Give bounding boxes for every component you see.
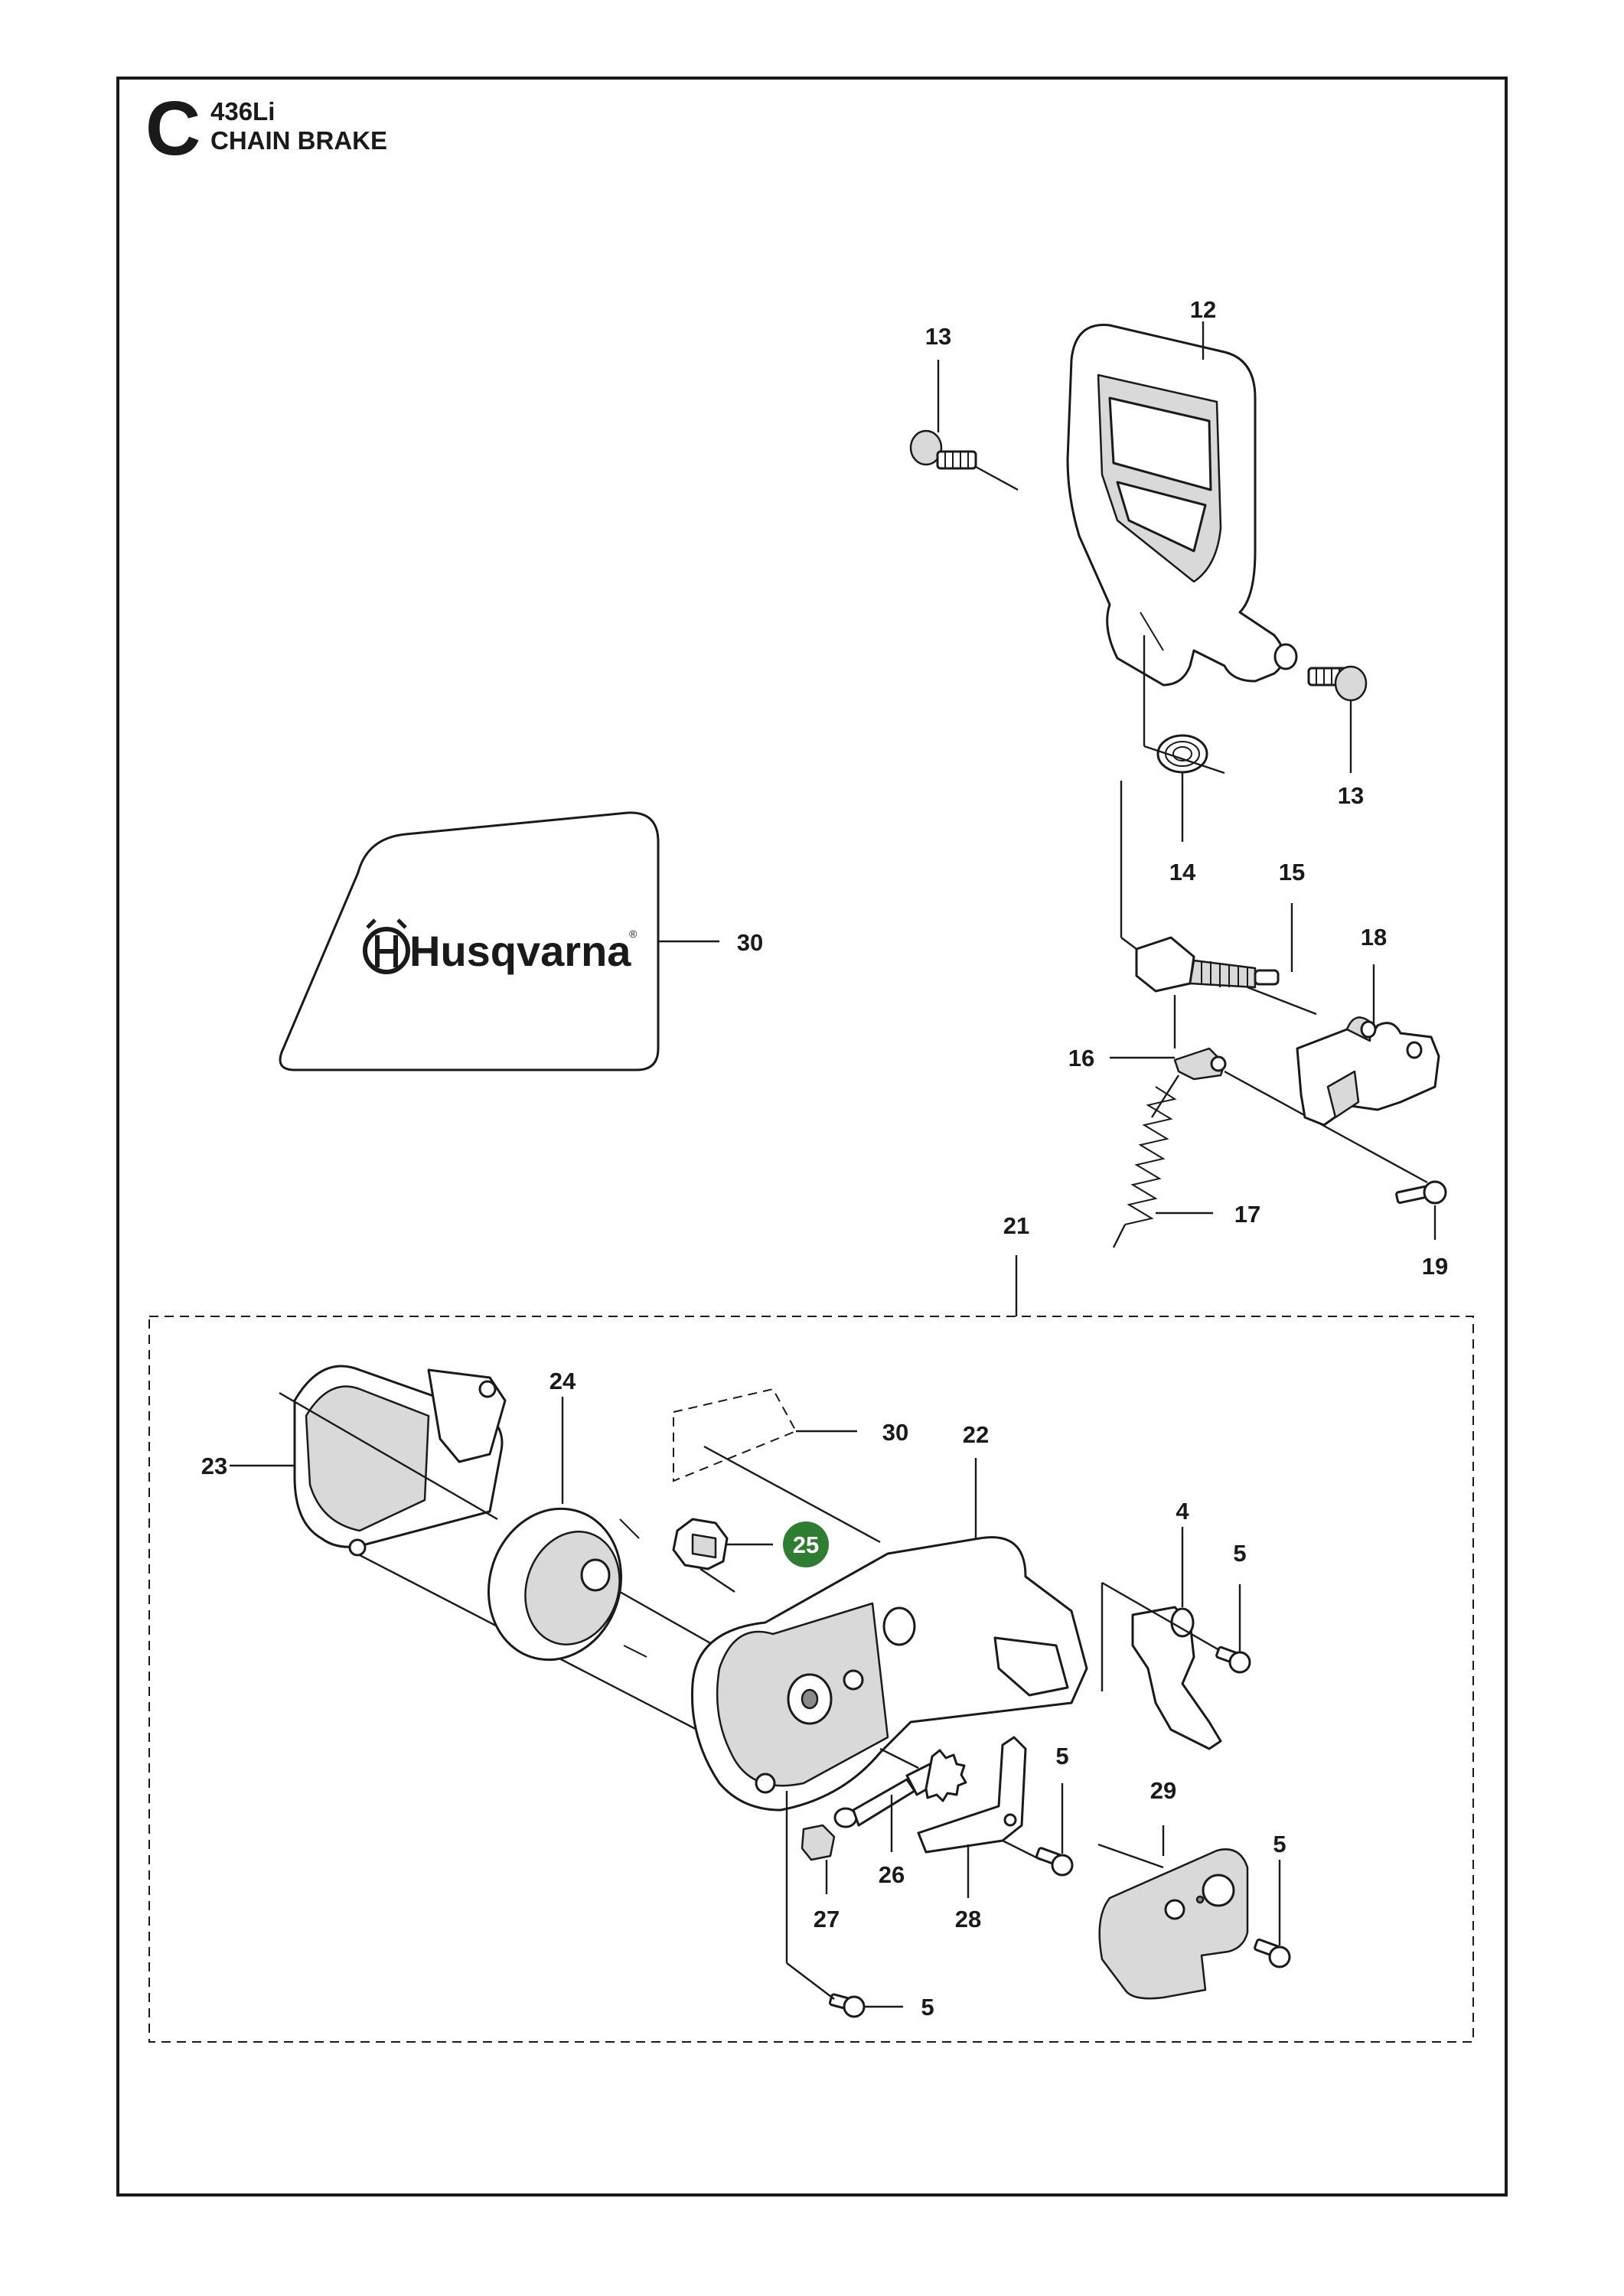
callout-12: 12 <box>1190 296 1216 323</box>
part-4-brake-lever[interactable] <box>1131 1606 1222 1750</box>
page-frame <box>116 77 1508 2197</box>
part-22-side-cover[interactable] <box>690 1536 1088 1812</box>
callout-30-decal: 30 <box>737 929 763 956</box>
part-13-screw-right[interactable] <box>1307 665 1368 702</box>
part-30-decal-ghost <box>673 1388 797 1482</box>
part-13-screw-top[interactable] <box>909 429 977 470</box>
callout-28: 28 <box>955 1906 981 1932</box>
part-19-screw[interactable] <box>1395 1180 1447 1205</box>
callout-26: 26 <box>879 1861 905 1888</box>
callout-17: 17 <box>1234 1201 1260 1228</box>
part-30-decal[interactable]: Husqvarna ® <box>279 811 660 1071</box>
part-27-nut[interactable] <box>801 1824 836 1861</box>
part-16-latch[interactable] <box>1173 1047 1227 1081</box>
callout-13-top: 13 <box>925 323 951 350</box>
callout-14: 14 <box>1169 859 1196 885</box>
callout-30-ghost: 30 <box>882 1419 908 1446</box>
callout-24: 24 <box>549 1368 576 1394</box>
part-5-screw-c[interactable] <box>1254 1938 1291 1968</box>
callout-4: 4 <box>1176 1498 1189 1525</box>
callout-27: 27 <box>814 1906 840 1932</box>
part-5-screw-b[interactable] <box>1035 1847 1074 1877</box>
callout-5-a: 5 <box>1233 1540 1246 1567</box>
part-15-brake-link[interactable] <box>1135 936 1280 993</box>
part-26-adjuster-screw[interactable] <box>833 1749 967 1828</box>
callout-19: 19 <box>1422 1253 1448 1280</box>
callout-21: 21 <box>1003 1212 1029 1239</box>
callout-29: 29 <box>1150 1777 1176 1804</box>
callout-5-b: 5 <box>1055 1743 1068 1769</box>
callout-13-right: 13 <box>1338 782 1364 809</box>
callout-25-highlight <box>783 1521 829 1567</box>
part-5-screw-d[interactable] <box>829 1993 866 2018</box>
part-28-bar-plate[interactable] <box>917 1736 1027 1854</box>
callout-15: 15 <box>1279 859 1305 885</box>
page-title: CHAIN BRAKE <box>210 126 387 155</box>
part-17-spring[interactable] <box>1124 1086 1177 1225</box>
decal-brand-text: Husqvarna <box>409 927 631 975</box>
callout-5-c: 5 <box>1273 1831 1286 1857</box>
part-5-screw-a[interactable] <box>1215 1645 1251 1674</box>
callout-16: 16 <box>1068 1045 1094 1071</box>
part-25-adjuster-gear[interactable] <box>672 1518 729 1570</box>
part-23-clutch-drum[interactable] <box>293 1365 507 1557</box>
callout-22: 22 <box>963 1421 989 1448</box>
part-24-brake-band[interactable] <box>469 1492 647 1678</box>
model-name: 436Li <box>210 97 276 126</box>
part-29-guide-plate[interactable] <box>1098 1848 1249 2000</box>
assembly-21-boundary <box>148 1316 1474 2043</box>
husqvarna-logo-icon <box>363 918 410 974</box>
callout-5-d: 5 <box>921 1994 934 2020</box>
callout-18: 18 <box>1361 924 1387 951</box>
callout-25: 25 <box>793 1531 819 1558</box>
section-letter: C <box>145 86 201 171</box>
callout-23: 23 <box>201 1453 227 1479</box>
part-12-brake-handle[interactable] <box>1066 324 1298 687</box>
decal-registered-mark: ® <box>629 928 638 940</box>
part-18-brake-bracket[interactable] <box>1296 1016 1440 1127</box>
